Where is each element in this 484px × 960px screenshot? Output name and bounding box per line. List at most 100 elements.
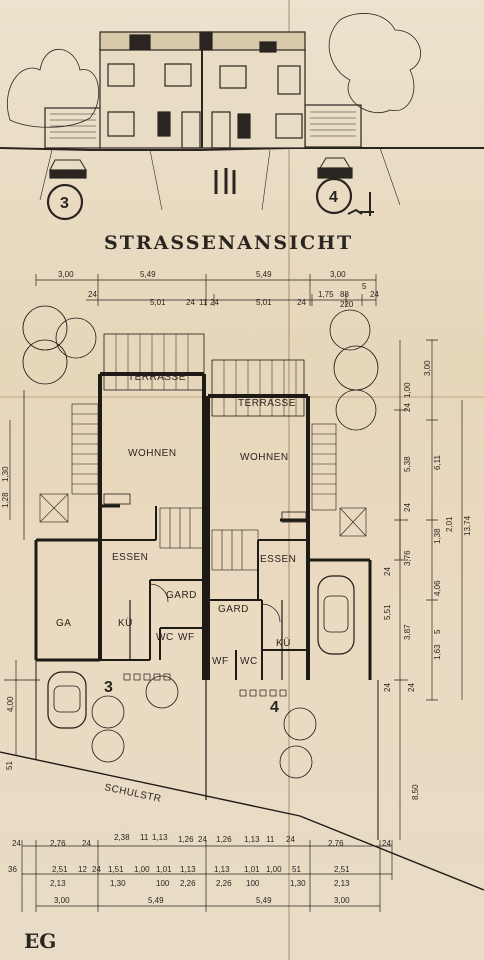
dim-top-r2-2: 5,01 [150,298,166,307]
trees-plan [22,305,379,779]
dim-top-r2-10: 24 [370,290,379,299]
dim-bot-r2-5: 1,51 [108,865,124,874]
dim-top-3: 5,49 [256,270,272,279]
dim-right-12: 24 [383,567,392,576]
dim-top-1: 3,00 [58,270,74,279]
label-wc-right: WC [240,656,258,667]
label-terrace-left: TERRASSE [128,372,186,383]
dim-right-17: 24 [383,683,392,692]
dim-bot-r1-14: 24 [382,839,391,848]
label-wardrobe-left: GARD [166,590,197,601]
dim-top-r2-7: 24 [297,298,306,307]
dim-bot-r3-6: 100 [246,879,260,888]
paper-fold [288,0,290,960]
dim-bot-r2-1: 36 [8,865,17,874]
floor-plan-walls [0,305,484,891]
label-wc-left: WC [156,632,174,643]
dim-top-sub-2: 5 [362,282,367,291]
dim-bot-r2-2: 2,51 [52,865,68,874]
dim-bot-r2-11: 1,00 [266,865,282,874]
dim-bot-r3-8: 2,13 [334,879,350,888]
label-terrace-right: TERRASSE [238,398,296,409]
dim-bot-r4-2: 5,49 [148,896,164,905]
house-number-left: 3 [60,195,69,212]
elevation-title: STRASSENANSICHT [104,232,353,254]
dim-top-sub-1: 220 [340,300,354,309]
house-number-right: 4 [329,189,338,206]
dim-bot-r3-4: 2,26 [180,879,196,888]
dim-bot-r1-8: 24 [198,835,207,844]
dim-bot-r3-2: 1,30 [110,879,126,888]
dim-right-10: 3,76 [403,550,412,566]
dim-bot-r1-13: 2,76 [328,839,344,848]
dim-bot-r3-3: 100 [156,879,170,888]
label-kitchen-left: KÜ [118,617,133,629]
dim-bot-r1-7: 1,26 [178,835,194,844]
label-wardrobe-right: GARD [218,604,249,615]
label-wf-right: WF [212,656,229,667]
dim-bot-r2-4: 24 [92,865,101,874]
dim-top-r2-4: 11 [199,298,208,307]
right-dimension-lines [394,339,463,840]
dim-top-4: 3,00 [330,270,346,279]
dim-left-2: 1,30 [1,466,10,482]
plan-number-right: 4 [270,699,279,716]
dim-top-r2-6: 5,01 [256,298,272,307]
top-dimension-lines [35,274,377,306]
dim-left-1: 1,28 [1,492,10,508]
label-dining-right: ESSEN [260,554,296,565]
bottom-dimension-lines [21,840,393,912]
stairs [39,403,367,571]
dim-bot-r1-10: 1,13 [244,835,260,844]
dim-right-14: 3,87 [403,624,412,640]
dim-bot-r1-5: 11 [140,833,149,842]
dim-bot-r1-11: 11 [266,835,275,844]
label-wf-left: WF [178,632,195,643]
dim-right-4: 5,38 [403,456,412,472]
dim-right-2: 24 [403,403,412,412]
dim-bot-r1-4: 2,38 [114,833,130,842]
dim-top-r2-9: 88 [340,290,349,299]
dim-bot-r2-9: 1,13 [214,865,230,874]
dim-right-5: 6,11 [433,454,442,470]
dim-right-3: 1,00 [403,382,412,398]
dim-right-1: 3,00 [423,360,432,376]
dim-top-r2-8: 1,75 [318,290,334,299]
dim-top-r2-3: 24 [186,298,195,307]
dim-right-15: 1,63 [433,644,442,660]
dim-bot-r1-12: 24 [286,835,295,844]
dim-right-11: 4,06 [433,580,442,596]
dim-bot-r2-8: 1,13 [180,865,196,874]
dim-bot-r1-9: 1,26 [216,835,232,844]
dim-bot-r4-1: 3,00 [54,896,70,905]
dim-right-6: 13,74 [463,515,472,536]
dim-top-2: 5,49 [140,270,156,279]
dim-right-16: 5 [433,629,442,634]
dim-right-7: 24 [403,503,412,512]
dim-bot-r2-7: 1,01 [156,865,172,874]
paving [123,673,287,697]
dim-top-r2-1: 24 [88,290,97,299]
dim-bot-r2-3: 12 [78,865,87,874]
left-dimension-lines [9,420,17,756]
dim-right-19: 8,50 [411,784,420,800]
dim-bot-r2-12: 51 [292,865,301,874]
plan-number-left: 3 [104,679,113,696]
dim-bot-r1-1: 24 [12,839,21,848]
dim-right-18: 24 [407,683,416,692]
dim-bot-r2-6: 1,00 [134,865,150,874]
label-street: SCHULSTR [103,782,162,805]
label-dining-left: ESSEN [112,552,148,563]
dim-bot-r1-2: 2,76 [50,839,66,848]
dim-top-r2-5: 24 [210,298,219,307]
dim-bot-r4-4: 3,00 [334,896,350,905]
dim-bot-r1-3: 24 [82,839,91,848]
dim-bot-r1-6: 1,13 [152,833,168,842]
dim-right-8: 1,38 [433,528,442,544]
floor-label: EG [24,929,56,953]
label-living-left: WOHNEN [128,448,177,459]
dim-bot-r3-1: 2,13 [50,879,66,888]
dim-bot-r2-13: 2,51 [334,865,350,874]
